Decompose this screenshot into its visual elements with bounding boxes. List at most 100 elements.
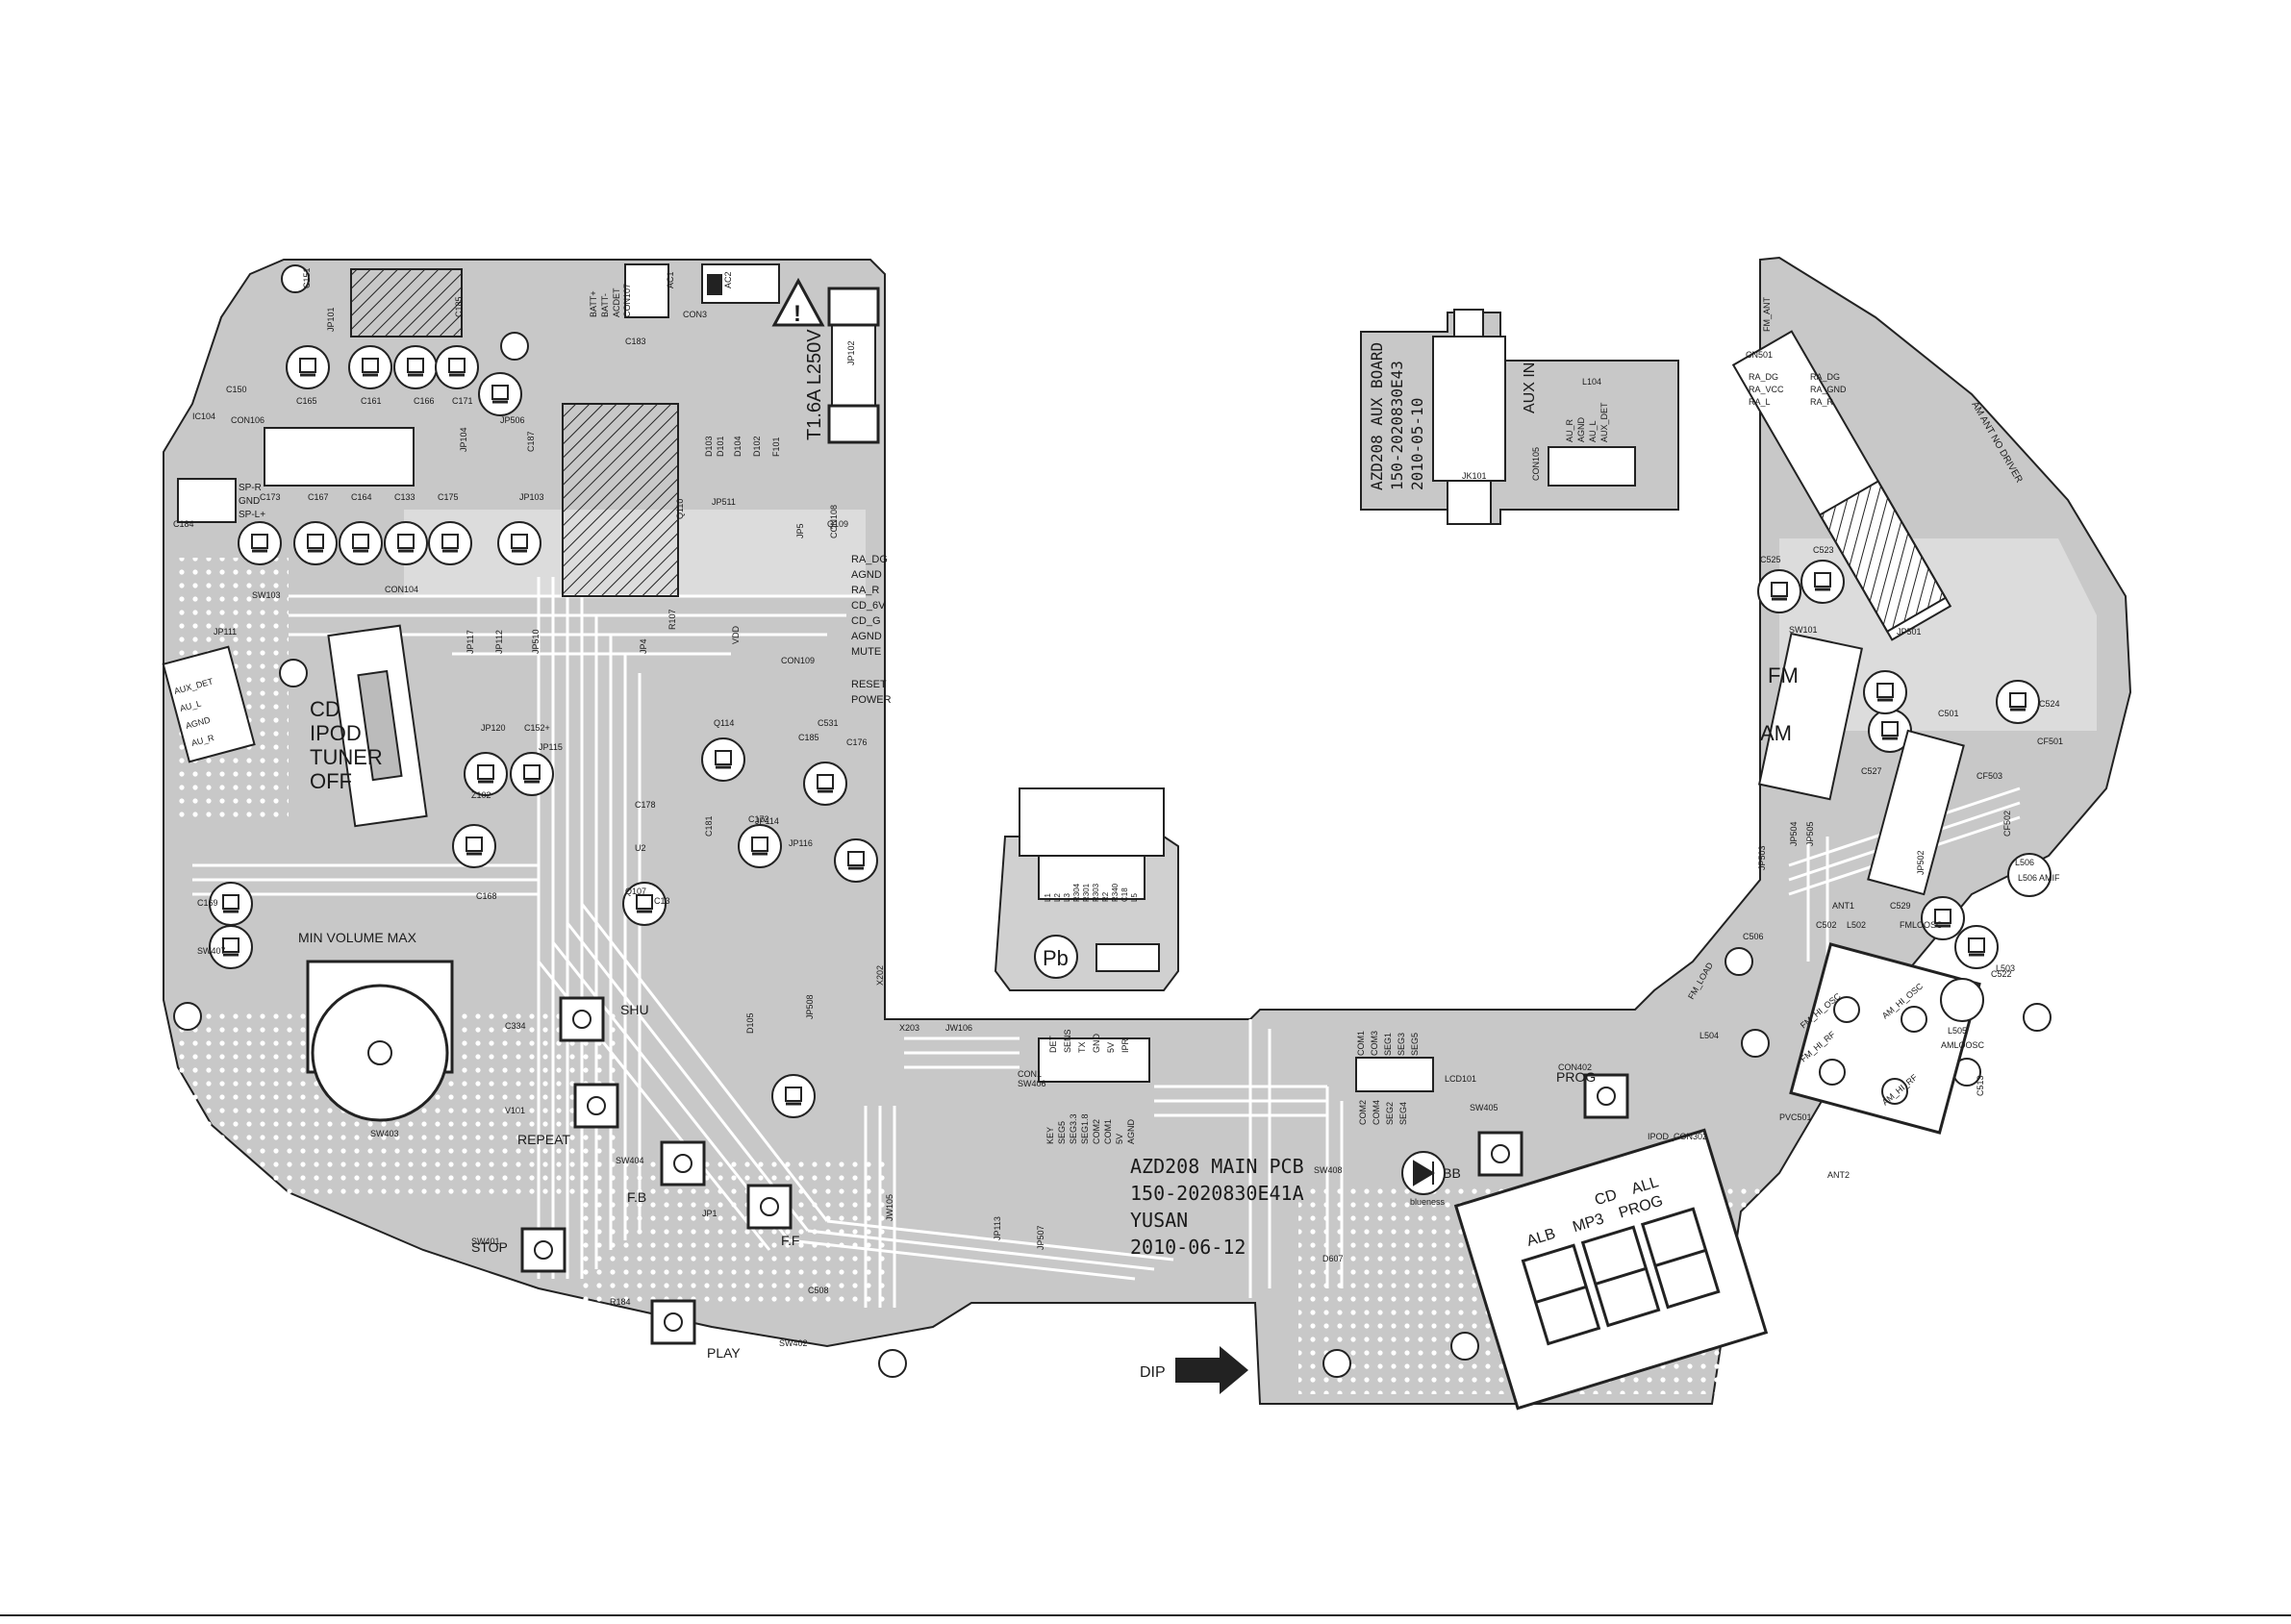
con402-pin-top: COM3 <box>1370 1031 1379 1056</box>
tuner-designator: L502 <box>1847 920 1866 930</box>
component-designator: Q110 <box>675 499 685 519</box>
via-field-center <box>577 1154 885 1308</box>
fm-ant-label: FM_ANT <box>1762 296 1772 332</box>
capacitor-body <box>466 837 483 852</box>
aux-con105 <box>1548 446 1636 487</box>
con108-pin: RA_DG <box>851 554 888 565</box>
con1-pin-top: DET <box>1048 1035 1058 1053</box>
component-designator: SW404 <box>616 1156 644 1165</box>
component-designator: C151 <box>302 267 312 288</box>
component-designator: AC2 <box>723 271 733 288</box>
mounting-hole <box>500 332 529 361</box>
tuner-designator: ANT1 <box>1832 901 1854 911</box>
tuner-designator: C522 <box>1991 969 2012 979</box>
component-designator: C181 <box>704 815 714 837</box>
component-designator: JP114 <box>755 816 779 826</box>
component-designator: Q107 <box>625 887 646 896</box>
component-designator: D101 <box>716 436 725 457</box>
capacitor-body <box>477 764 494 780</box>
capacitor-body <box>491 385 509 400</box>
con108-pin: CD_6V <box>851 600 886 612</box>
batt-pin-label: BATT- <box>600 293 610 317</box>
tuner-designator: C527 <box>1861 766 1882 776</box>
tact-switch-actuator <box>760 1197 779 1216</box>
c19-footprint <box>1095 943 1160 972</box>
fuse-label: T1.6A L250V <box>804 329 825 440</box>
component-designator: LCD101 <box>1445 1074 1476 1084</box>
component-designator: JP5 <box>795 523 805 538</box>
cn501-pin: RA_L <box>1749 397 1771 407</box>
component-designator: X202 <box>875 965 885 986</box>
mounting-holes <box>173 264 2052 1378</box>
aux-in-label: AUX IN <box>1522 362 1538 413</box>
aux-designator: CON105 <box>1531 447 1541 481</box>
con402-pin-top: COM1 <box>1356 1031 1366 1056</box>
component-designator: CON106 <box>231 415 264 425</box>
capacitor-body <box>511 534 528 549</box>
component-designator: JW106 <box>945 1023 972 1033</box>
component-designator: D607 <box>1322 1254 1344 1263</box>
capacitor-body <box>523 764 541 780</box>
con1-pin-top: SENS <box>1063 1029 1072 1053</box>
batt-connector <box>624 263 669 318</box>
tuner-designator: AMLOOSC <box>1941 1040 1985 1050</box>
aux-designator: L104 <box>1582 377 1601 387</box>
key-label-fb: F.B <box>627 1189 646 1205</box>
am-coil-l505 <box>1940 978 1984 1022</box>
capacitor-body <box>1771 582 1788 597</box>
tuner-designator: L506 AMIF <box>2018 873 2060 883</box>
component-designator: C531 <box>818 718 839 728</box>
capacitor-body <box>299 358 316 373</box>
capacitor-body <box>222 937 239 953</box>
tuner-designator: FMLOOSC <box>1900 920 1943 930</box>
con1-pin-bottom: 5V <box>1115 1134 1124 1144</box>
con402-pin-top: SEG1 <box>1383 1033 1393 1056</box>
component-designator: CON104 <box>385 585 418 594</box>
component-designator: CON109 <box>781 656 815 665</box>
con1-pin-bottom: COM2 <box>1092 1119 1101 1144</box>
batt-pin-label: BATT+ <box>589 290 598 317</box>
capacitor-body <box>1814 572 1831 587</box>
con1-body <box>1038 1037 1150 1083</box>
key-label-stop: STOP <box>471 1239 508 1255</box>
warning-triangle-mark: ! <box>793 301 801 327</box>
main-pcb-title-line: 2010-06-12 <box>1130 1236 1246 1259</box>
cn501-pins: RA_DG RA_VCC RA_L RA_DG RA_GND RA_R <box>1749 372 1847 407</box>
aux-board-pin: AU_R <box>1565 418 1574 442</box>
ipod-dock-contacts <box>1038 855 1146 900</box>
key-label-play: PLAY <box>707 1345 741 1361</box>
tuner-designator: ANT2 <box>1827 1170 1850 1180</box>
component-designator: SW407 <box>197 946 226 956</box>
con106-body <box>177 478 237 523</box>
tuner-designator: SW101 <box>1789 625 1818 635</box>
fm-label: FM <box>1768 663 1799 687</box>
component-designator: SW406 <box>1018 1079 1046 1088</box>
mounting-hole <box>281 264 310 293</box>
copper-trace <box>826 1219 1174 1262</box>
component-designator: C185 <box>798 733 819 742</box>
con1-pin-top: 5V <box>1106 1042 1116 1053</box>
dip-arrow-icon <box>1175 1346 1248 1394</box>
con109-pin: RESET <box>851 679 887 690</box>
switch-position-label: OFF <box>310 769 352 793</box>
ipod-component-label: L3 <box>1063 893 1071 902</box>
component-designator: C176 <box>846 737 868 747</box>
capacitor-body <box>2009 692 2027 708</box>
cn501-pin: RA_DG <box>1749 372 1778 382</box>
component-designator: JP1 <box>702 1209 718 1218</box>
main-pcb-title-line: YUSAN <box>1130 1209 1188 1232</box>
copper-trace <box>580 903 829 1222</box>
component-designator: C165 <box>296 396 317 406</box>
pvc-trimmer <box>1881 1078 1908 1105</box>
fuse-cap-top <box>827 287 880 327</box>
component-designator: JP120 <box>481 723 506 733</box>
copper-trace <box>788 1238 1136 1281</box>
con108-pin: MUTE <box>851 646 881 658</box>
component-designator: IPOD_CON302 <box>1648 1132 1707 1141</box>
ipod-component-label: C18 <box>1120 887 1129 902</box>
